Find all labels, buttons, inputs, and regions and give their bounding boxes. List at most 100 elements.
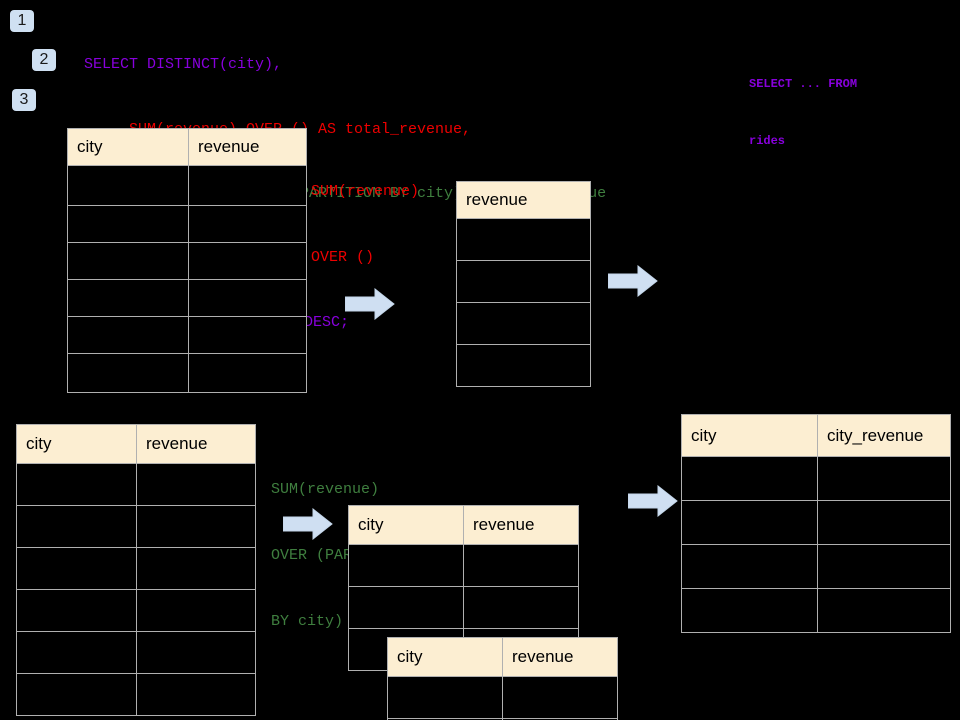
table-row [67,205,307,243]
table-row [16,589,256,632]
cell [67,353,189,393]
cell [188,165,307,206]
annotation-sum-over-empty-line1: SUM(revenue) [311,183,420,200]
annotation-select-from-rides: SELECT ... FROM rides [749,37,857,189]
table-header-row: city revenue [67,128,307,166]
cell [188,279,307,317]
annotation-sum-over-empty: SUM(revenue) OVER () [311,137,419,313]
step-badge-3: 3 [12,89,36,111]
table-header-row: city revenue [387,637,618,677]
step-badge-2: 2 [32,49,56,71]
table-body [67,165,307,393]
arrow-total-to-result [608,265,658,297]
annotation-select-from-rides-line2: rides [749,134,786,148]
cell [817,588,951,633]
annotation-sum-over-empty-line2: OVER () [311,249,375,266]
sql-line-1: SELECT DISTINCT(city), [84,56,283,73]
cell [16,589,137,632]
table-row [67,353,307,393]
table-row [67,242,307,280]
column-header-city: city [681,414,818,457]
table-row [67,316,307,354]
table-header-row: city revenue [348,505,579,545]
cell [456,260,591,303]
column-header-city: city [67,128,189,166]
table-row [456,218,591,261]
cell [136,463,256,506]
table-row [16,631,256,674]
table-row [16,463,256,506]
cell [456,344,591,387]
table-rides-source: city revenue [67,128,307,393]
cell [681,456,818,501]
table-row [456,260,591,303]
cell [502,676,618,719]
table-row [681,588,951,633]
arrow-source-to-total [345,288,395,320]
cell [817,544,951,589]
column-header-revenue: revenue [188,128,307,166]
table-row [387,718,618,720]
table-row [456,344,591,387]
table-row [16,673,256,716]
cell [188,353,307,393]
cell [67,205,189,243]
cell [348,544,464,587]
table-row [67,165,307,206]
cell [16,673,137,716]
cell [67,165,189,206]
cell [502,718,618,720]
cell [188,205,307,243]
table-city-revenue-result: city city_revenue [681,414,951,633]
cell [16,547,137,590]
table-row [681,456,951,501]
cell [136,547,256,590]
table-total-revenue: revenue [456,181,591,387]
cell [16,631,137,674]
cell [817,500,951,545]
column-header-revenue: revenue [463,505,579,545]
cell [136,505,256,548]
cell [681,544,818,589]
column-header-revenue: revenue [456,181,591,219]
column-header-revenue: revenue [136,424,256,464]
cell [387,676,503,719]
table-row [67,279,307,317]
table-row [387,676,618,719]
table-header-row: city revenue [16,424,256,464]
table-row [16,547,256,590]
table-row [16,505,256,548]
arrow-source2-to-partition [283,508,333,540]
annotation-sum-over-partition-line1: SUM(revenue) [271,481,380,498]
table-body [681,456,951,633]
cell [463,586,579,629]
column-header-city-revenue: city_revenue [817,414,951,457]
cell [67,316,189,354]
cell [136,631,256,674]
cell [16,505,137,548]
table-row [348,544,579,587]
annotation-select-from-rides-line1: SELECT ... FROM [749,77,858,91]
cell [67,279,189,317]
cell [456,218,591,261]
cell [188,316,307,354]
cell [348,586,464,629]
cell [16,463,137,506]
cell [817,456,951,501]
table-row [681,544,951,589]
column-header-city: city [348,505,464,545]
step-badge-1: 1 [10,10,34,32]
table-row [348,586,579,629]
cell [681,588,818,633]
cell [188,242,307,280]
table-body [456,218,591,387]
table-body [16,463,256,716]
table-row [681,500,951,545]
table-header-row: city city_revenue [681,414,951,457]
column-header-revenue: revenue [502,637,618,677]
arrow-partition-to-result [628,485,678,517]
column-header-city: city [387,637,503,677]
cell [136,589,256,632]
cell [456,302,591,345]
